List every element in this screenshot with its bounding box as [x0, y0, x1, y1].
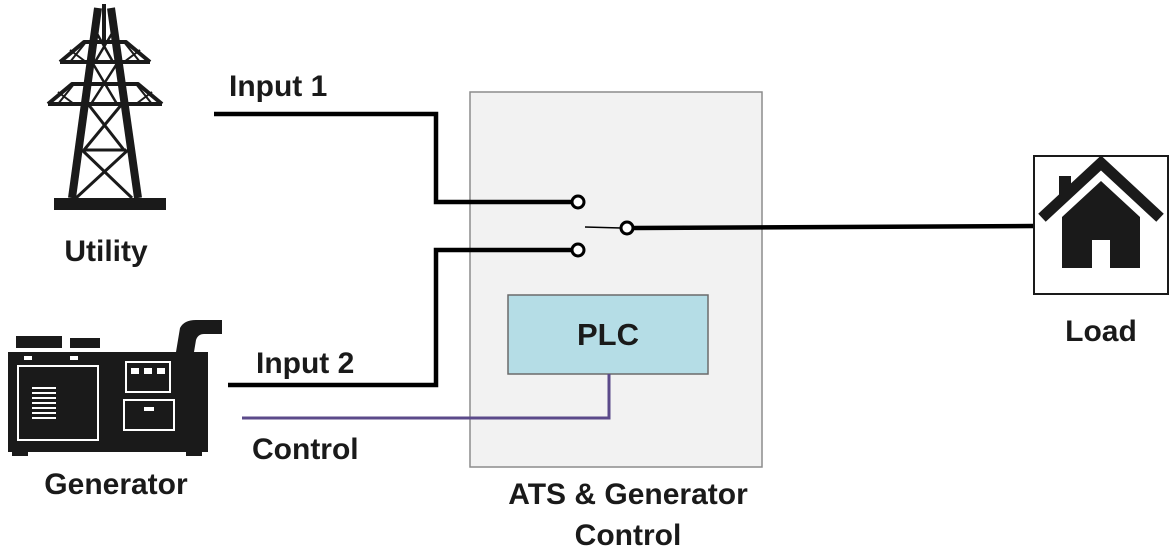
switch-blade [584, 226, 622, 229]
control-label: Control [252, 433, 359, 466]
input2-label: Input 2 [256, 347, 354, 380]
generator-icon [8, 320, 222, 456]
switch-terminal-input2 [570, 242, 586, 258]
generator-label: Generator [44, 468, 188, 501]
ats-enclosure [469, 91, 763, 468]
input2-wire [228, 247, 573, 388]
control-wire [242, 374, 611, 420]
ats-label-line1: ATS & Generator [508, 478, 748, 511]
input1-label: Input 1 [229, 70, 327, 103]
transmission-tower-icon [46, 4, 166, 210]
ats-label-line2: Control [575, 519, 682, 552]
house-icon [1038, 155, 1164, 268]
load-label: Load [1065, 315, 1137, 348]
plc-label: PLC [577, 317, 639, 352]
switch-terminal-input1 [570, 194, 586, 210]
input1-wire [214, 111, 573, 205]
utility-label: Utility [64, 235, 148, 268]
plc-box [507, 294, 709, 375]
output-wire [631, 223, 1035, 231]
switch-terminal-output [619, 220, 635, 236]
